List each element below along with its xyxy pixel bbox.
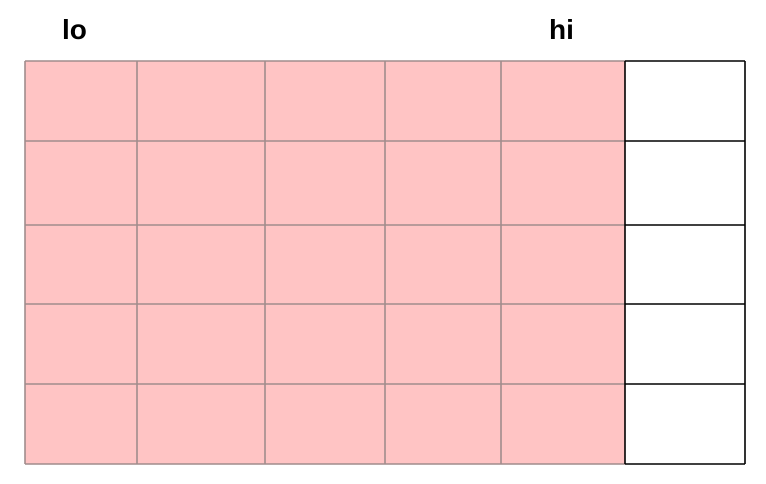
highlighted-cell bbox=[265, 141, 385, 225]
highlighted-cell bbox=[265, 304, 385, 384]
highlighted-cell bbox=[265, 61, 385, 141]
empty-cell bbox=[625, 304, 745, 384]
highlighted-cell bbox=[265, 384, 385, 464]
highlighted-cell bbox=[25, 61, 137, 141]
empty-cell bbox=[625, 225, 745, 304]
highlighted-cell bbox=[501, 304, 625, 384]
highlighted-cell bbox=[385, 304, 501, 384]
highlighted-cell bbox=[501, 141, 625, 225]
highlighted-cell bbox=[501, 225, 625, 304]
empty-cell bbox=[625, 141, 745, 225]
highlighted-cell bbox=[137, 61, 265, 141]
highlighted-cell bbox=[25, 225, 137, 304]
highlighted-cell bbox=[25, 141, 137, 225]
highlighted-cell bbox=[385, 225, 501, 304]
hi-pointer-label: hi bbox=[549, 14, 574, 45]
highlighted-cell bbox=[137, 304, 265, 384]
empty-cell bbox=[625, 61, 745, 141]
highlighted-cell bbox=[25, 304, 137, 384]
highlighted-cell bbox=[501, 384, 625, 464]
highlighted-cell bbox=[265, 225, 385, 304]
highlighted-cell bbox=[385, 141, 501, 225]
empty-cell bbox=[625, 384, 745, 464]
highlighted-cell bbox=[137, 141, 265, 225]
highlighted-cell bbox=[25, 384, 137, 464]
highlighted-cell bbox=[385, 384, 501, 464]
highlighted-cell bbox=[385, 61, 501, 141]
lo-pointer-label: lo bbox=[62, 14, 87, 45]
highlighted-cell bbox=[137, 225, 265, 304]
highlighted-cell bbox=[501, 61, 625, 141]
highlighted-cell bbox=[137, 384, 265, 464]
